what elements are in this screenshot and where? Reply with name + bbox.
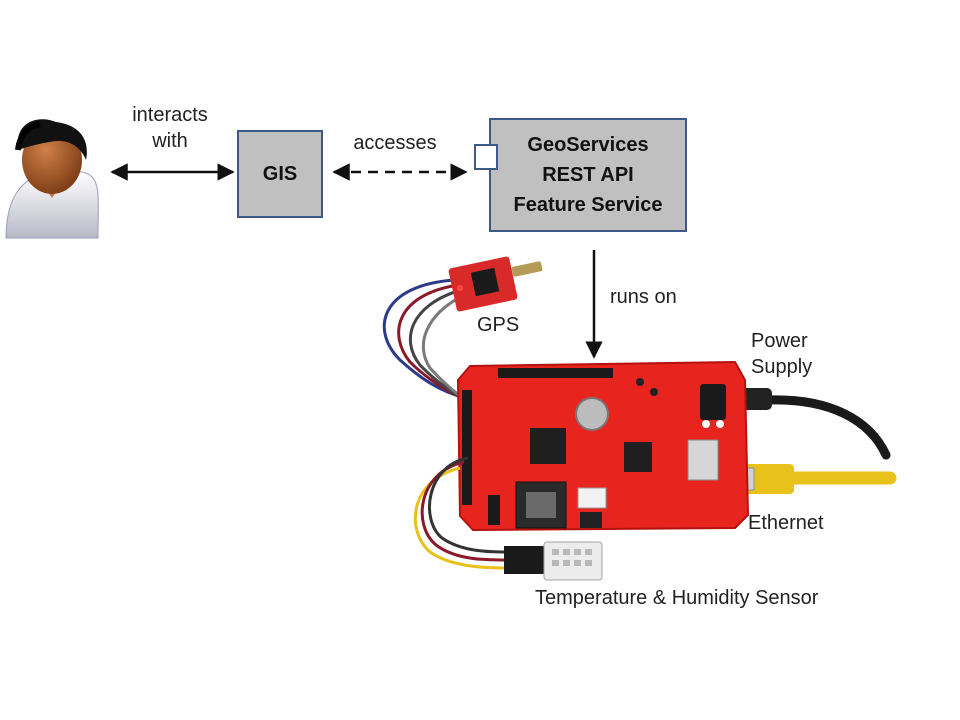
arduino-board-icon (456, 360, 897, 532)
sensor-label: Temperature & Humidity Sensor (535, 587, 819, 609)
power-label-line1: Power (751, 330, 808, 352)
interacts-label-line1: interacts (132, 104, 208, 126)
ethernet-label: Ethernet (748, 512, 824, 534)
temperature-humidity-sensor-icon (413, 456, 603, 581)
gps-label: GPS (477, 314, 520, 336)
interacts-label-line2: with (152, 130, 188, 152)
gis-node: GIS (237, 130, 323, 218)
interacts-label: interacts with (110, 102, 230, 154)
feature-service-node: GeoServices REST API Feature Service (489, 118, 687, 232)
service-node-line3: Feature Service (513, 194, 663, 216)
accesses-label: accesses (353, 132, 437, 154)
service-port-icon (474, 144, 498, 170)
power-supply-label: Power Supply (751, 328, 812, 380)
user-person-icon (5, 119, 99, 239)
service-node-line1: GeoServices (527, 134, 649, 156)
runs-on-label: runs on (610, 286, 677, 308)
service-node-line2: REST API (542, 164, 634, 186)
gis-node-label: GIS (262, 162, 298, 185)
power-label-line2: Supply (751, 356, 813, 378)
